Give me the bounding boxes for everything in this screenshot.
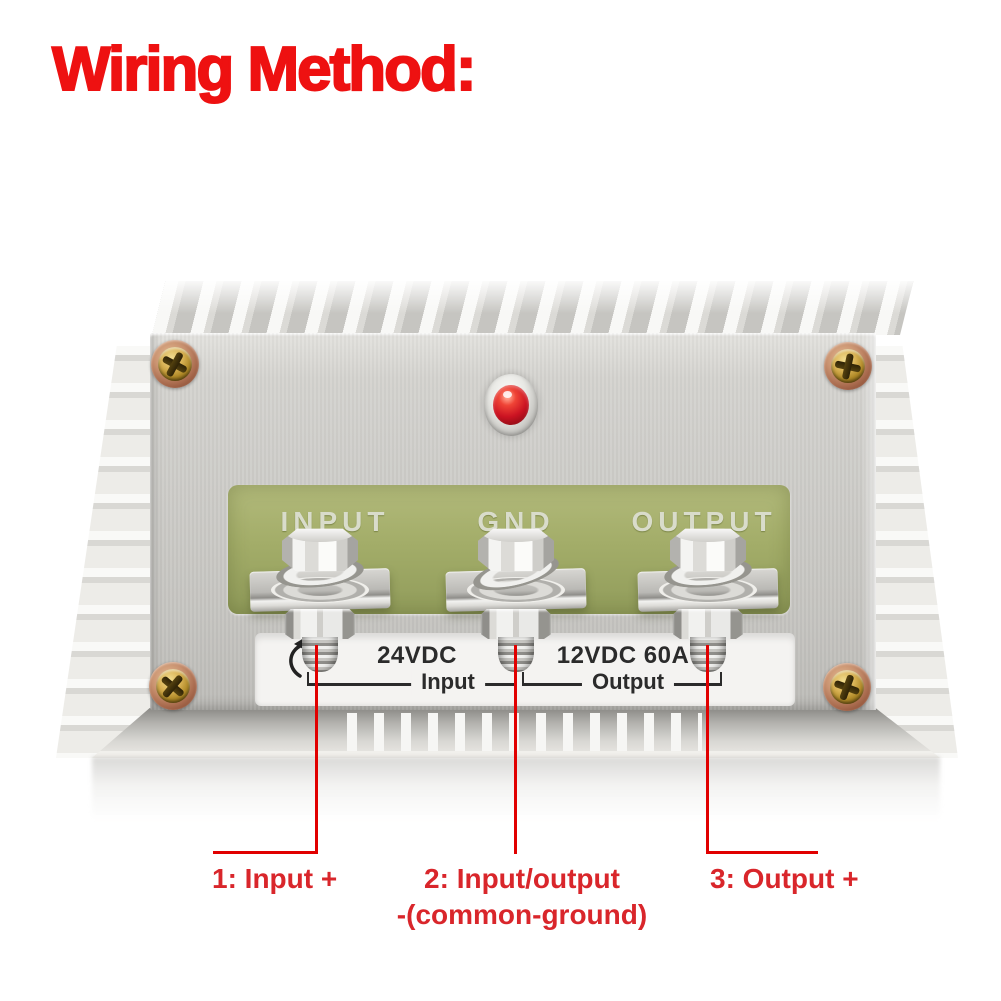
- leader-line-2-vertical: [514, 645, 517, 854]
- led-glint: [503, 391, 512, 398]
- annotation-line2: -(common-ground): [396, 899, 648, 930]
- annotation-output-positive: 3: Output +: [710, 863, 859, 894]
- page-title: Wiring Method:: [51, 34, 478, 105]
- hex-nut-base: [285, 609, 355, 639]
- power-led-icon: [484, 374, 538, 436]
- phillips-screw-top-right: [824, 342, 872, 390]
- output-caption: Output: [581, 669, 675, 695]
- phillips-cross-icon: [152, 341, 198, 387]
- input-rating: 24VDC: [377, 642, 457, 669]
- phillips-screw-bottom-left: [149, 662, 197, 710]
- phillips-cross-icon: [149, 662, 197, 710]
- led-red-dome: [493, 385, 529, 425]
- phillips-screw-top-left: [151, 340, 199, 388]
- hex-nut-top: [478, 528, 554, 572]
- heatsink-top-fins: [152, 281, 914, 335]
- output-rating: 12VDC 60A: [556, 642, 690, 669]
- leader-line-3-horizontal: [706, 851, 818, 854]
- heatsink-left-fins: [55, 346, 152, 758]
- annotation-input-positive: 1: Input +: [212, 863, 338, 894]
- threaded-stud: [302, 637, 338, 672]
- input-caption: Input: [411, 669, 485, 695]
- phillips-cross-icon: [825, 665, 869, 709]
- screw-head-icon: [831, 349, 865, 383]
- screw-head-icon: [830, 670, 864, 704]
- leader-line-3-vertical: [706, 645, 709, 854]
- heatsink-right-fins: [874, 346, 958, 758]
- annotation-common-ground: 2: Input/output -(common-ground): [397, 861, 647, 933]
- screw-head-icon: [158, 347, 192, 381]
- input-bracket: Input: [307, 669, 517, 695]
- phillips-cross-icon: [828, 346, 868, 386]
- hex-nut-top: [670, 528, 746, 572]
- annotation-line1: 2: Input/output: [424, 863, 620, 894]
- phillips-screw-bottom-right: [823, 663, 871, 711]
- screw-head-icon: [156, 669, 190, 703]
- leader-line-1-horizontal: [213, 851, 318, 854]
- hex-nut-base: [481, 609, 551, 639]
- leader-line-1-vertical: [315, 645, 318, 854]
- hex-nut-base: [673, 609, 743, 639]
- hex-nut-top: [282, 528, 358, 572]
- output-bracket: Output: [522, 669, 722, 695]
